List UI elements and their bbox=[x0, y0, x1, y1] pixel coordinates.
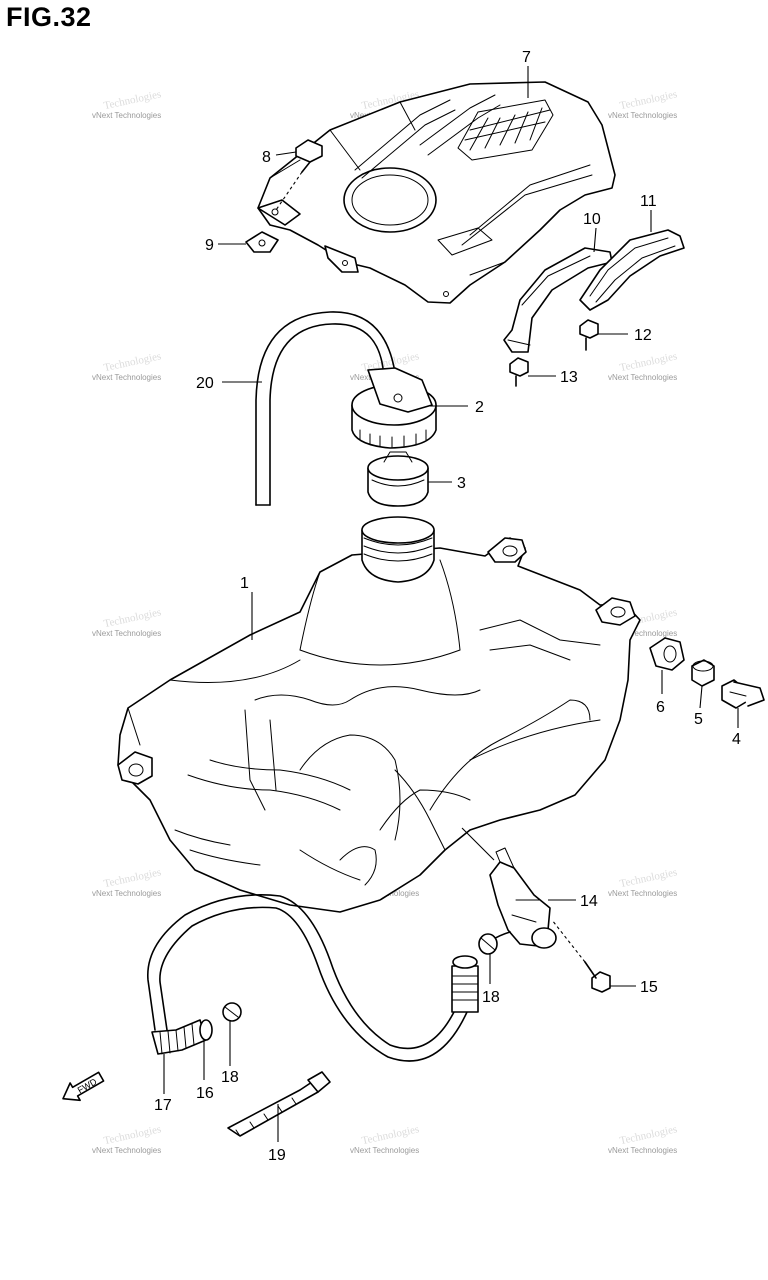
part-hose-clip-right[interactable] bbox=[478, 933, 498, 955]
callout-19: 19 bbox=[268, 1147, 286, 1164]
svg-text:vNext Technologies: vNext Technologies bbox=[92, 111, 161, 120]
svg-text:vNext Technologies: vNext Technologies bbox=[608, 111, 677, 120]
watermark: Technologies vNext Technologies bbox=[608, 88, 678, 120]
fwd-arrow: FWD bbox=[62, 1071, 105, 1102]
callout-9: 9 bbox=[205, 237, 214, 254]
callout-16: 16 bbox=[196, 1085, 214, 1102]
watermark: Technologies vNext Technologies bbox=[92, 866, 162, 898]
svg-text:vNext Technologies: vNext Technologies bbox=[608, 1146, 677, 1155]
svg-text:vNext Technologies: vNext Technologies bbox=[92, 1146, 161, 1155]
callout-1: 1 bbox=[240, 575, 249, 592]
leader-lines bbox=[163, 66, 739, 1142]
callout-11: 11 bbox=[640, 193, 657, 210]
callout-15: 15 bbox=[640, 979, 658, 996]
part-fuel-hose[interactable] bbox=[147, 894, 476, 1062]
watermark: Technologies vNext Technologies bbox=[92, 88, 162, 120]
svg-text:Technologies: Technologies bbox=[361, 1123, 421, 1147]
part-cap-gasket-ring[interactable] bbox=[367, 451, 429, 507]
watermark: Technologies vNext Technologies bbox=[92, 1123, 162, 1155]
callout-5: 5 bbox=[694, 711, 703, 728]
part-hose-end-right bbox=[451, 955, 479, 1013]
callout-7: 7 bbox=[522, 49, 531, 66]
svg-text:Technologies: Technologies bbox=[619, 350, 679, 374]
watermark: Technologies vNext Technologies bbox=[92, 350, 162, 382]
watermark: Technologies vNext Technologies bbox=[608, 866, 678, 898]
part-mounting-bolt[interactable] bbox=[721, 679, 765, 709]
callout-17: 17 bbox=[154, 1097, 172, 1114]
watermark: Technologies vNext Technologies bbox=[608, 350, 678, 382]
part-fuel-tank[interactable] bbox=[117, 516, 641, 913]
svg-text:vNext Technologies: vNext Technologies bbox=[92, 629, 161, 638]
callout-2: 2 bbox=[475, 399, 484, 416]
part-spacer-collar[interactable] bbox=[691, 659, 715, 687]
svg-text:vNext Technologies: vNext Technologies bbox=[92, 373, 161, 382]
watermark: Technologies vNext Technologies bbox=[350, 1123, 420, 1155]
part-cable-tie[interactable] bbox=[227, 1071, 331, 1137]
part-fuel-cap[interactable] bbox=[351, 367, 437, 449]
part-hose-end[interactable] bbox=[151, 1019, 213, 1055]
part-cover-screw[interactable] bbox=[275, 139, 323, 211]
svg-text:Technologies: Technologies bbox=[619, 866, 679, 890]
svg-text:Technologies: Technologies bbox=[103, 606, 163, 630]
callout-12: 12 bbox=[634, 327, 652, 344]
callout-10: 10 bbox=[583, 211, 601, 228]
svg-text:Technologies: Technologies bbox=[103, 866, 163, 890]
part-fuel-cock-screw[interactable] bbox=[551, 919, 611, 993]
callout-14: 14 bbox=[580, 893, 598, 910]
callout-8: 8 bbox=[262, 149, 271, 166]
svg-text:vNext Technologies: vNext Technologies bbox=[608, 373, 677, 382]
watermark: Technologies vNext Technologies bbox=[92, 606, 162, 638]
svg-text:vNext Technologies: vNext Technologies bbox=[608, 629, 677, 638]
part-nut-clip[interactable] bbox=[245, 231, 279, 253]
callout-6: 6 bbox=[656, 699, 665, 716]
svg-text:vNext Technologies: vNext Technologies bbox=[350, 1146, 419, 1155]
svg-text:Technologies: Technologies bbox=[619, 1123, 679, 1147]
part-tank-cover[interactable] bbox=[257, 81, 616, 304]
part-strap-band[interactable] bbox=[579, 229, 685, 311]
watermark: Technologies vNext Technologies bbox=[608, 1123, 678, 1155]
part-fuel-cock[interactable] bbox=[489, 847, 557, 949]
part-band-bolt-12[interactable] bbox=[579, 319, 599, 351]
callout-labels: 7 8 9 10 11 12 13 20 2 3 1 6 5 4 14 15 1… bbox=[154, 49, 741, 1164]
part-band-bracket[interactable] bbox=[503, 247, 613, 353]
svg-text:Technologies: Technologies bbox=[103, 350, 163, 374]
svg-text:Technologies: Technologies bbox=[103, 1123, 163, 1147]
svg-text:Technologies: Technologies bbox=[103, 88, 163, 112]
callout-3: 3 bbox=[457, 475, 466, 492]
part-rubber-cushion[interactable] bbox=[649, 637, 685, 671]
part-hose-clip-left[interactable] bbox=[222, 1002, 242, 1022]
callout-4: 4 bbox=[732, 731, 741, 748]
callout-18-left: 18 bbox=[221, 1069, 239, 1086]
figure-title: FIG.32 bbox=[6, 2, 92, 32]
svg-text:vNext Technologies: vNext Technologies bbox=[92, 889, 161, 898]
part-band-bolt-13[interactable] bbox=[509, 357, 529, 387]
callout-13: 13 bbox=[560, 369, 578, 386]
callout-20: 20 bbox=[196, 375, 214, 392]
callout-18-right: 18 bbox=[482, 989, 500, 1006]
svg-text:vNext Technologies: vNext Technologies bbox=[608, 889, 677, 898]
svg-text:Technologies: Technologies bbox=[619, 88, 679, 112]
